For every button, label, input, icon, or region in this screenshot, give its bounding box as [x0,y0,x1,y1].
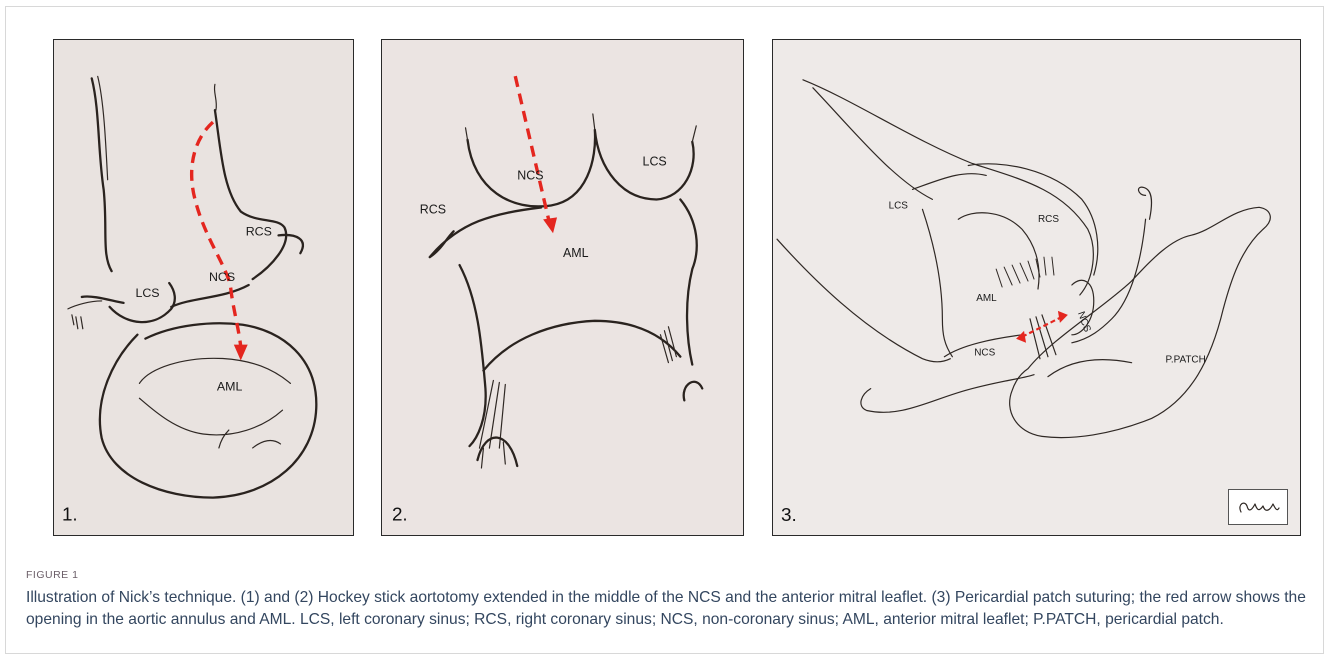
right-outer-contour [680,199,696,364]
label-ncs: NCS [517,169,543,183]
papillary-bottom-right [684,382,703,401]
panel-number: 3. [781,505,797,526]
aortic-wall-outer-lower [777,239,950,362]
figure-caption: FIGURE 1 Illustration of Nick’s techniqu… [26,569,1316,630]
commissure-posts [466,114,697,142]
papillary-chords [481,442,505,468]
label-rcs: RCS [1038,214,1059,225]
panel-1-drawing: RCS NCS LCS AML 1. [54,40,353,535]
figure-label: FIGURE 1 [26,569,1316,581]
label-aml: AML [563,246,589,260]
label-lcs: LCS [135,286,159,300]
label-rcs: RCS [246,224,272,238]
aortic-wall-inner [813,88,933,200]
label-ncs-vertical: NCS [1075,310,1093,334]
label-aml: AML [976,293,997,304]
rcs-contour [968,164,1097,275]
figure-frame: RCS NCS LCS AML 1. NCS LC [5,6,1324,654]
leaflet-curves [139,398,282,448]
suture-thread-left [861,375,1034,413]
lower-left-contour [460,265,486,446]
signature-scribble [1229,490,1287,524]
aortic-wall-right-top [214,84,216,110]
aortic-wall-outer [803,80,1093,295]
figure-caption-text: Illustration of Nick’s technique. (1) an… [26,587,1316,630]
panel-1-aortic-root-sketch: RCS NCS LCS AML 1. [53,39,354,536]
label-aml: AML [217,379,243,393]
panel-number: 2. [392,505,408,526]
aortic-wall-right [215,110,286,279]
leaflet-hatching [996,257,1054,287]
mitral-inner-contour [139,358,290,383]
mitral-annulus-ring [100,323,316,497]
opening-arrow-line [1022,317,1062,337]
panel-2-opened-root-sketch: NCS LCS RCS AML 2. [381,39,744,536]
patch-inner-curve [1048,360,1132,377]
ncs-sinus-curve [171,285,248,307]
label-lcs: LCS [643,155,667,169]
label-lcs: LCS [889,200,909,211]
left-outer-contour [430,207,541,257]
panel-3-patch-suturing-sketch: LCS RCS AML NCS NCS P.PATCH 3. [772,39,1301,536]
artist-signature [1228,489,1288,525]
chordae-hatching [479,327,676,448]
opening-arrow-head-left [1016,331,1026,343]
panel-3-drawing: LCS RCS AML NCS NCS P.PATCH 3. [773,40,1300,535]
left-hatching [68,301,102,329]
panel-number: 1. [62,503,78,524]
pericardial-patch-outline [1010,207,1271,437]
label-patch: P.PATCH [1165,355,1205,366]
label-rcs: RCS [420,202,446,216]
aortotomy-arrow-line [515,76,549,221]
aortotomy-arrow-head [543,217,557,233]
aortotomy-arrow-head [234,345,248,361]
label-ncs-bottom: NCS [974,348,995,359]
aortotomy-arrow-line [192,122,241,346]
opening-arrow-head-right [1058,311,1068,323]
panel-2-drawing: NCS LCS RCS AML 2. [382,40,743,535]
lower-center-contour [483,321,680,371]
aortic-wall-left [92,78,112,271]
label-ncs: NCS [209,270,235,284]
lcs-contour [913,174,987,357]
